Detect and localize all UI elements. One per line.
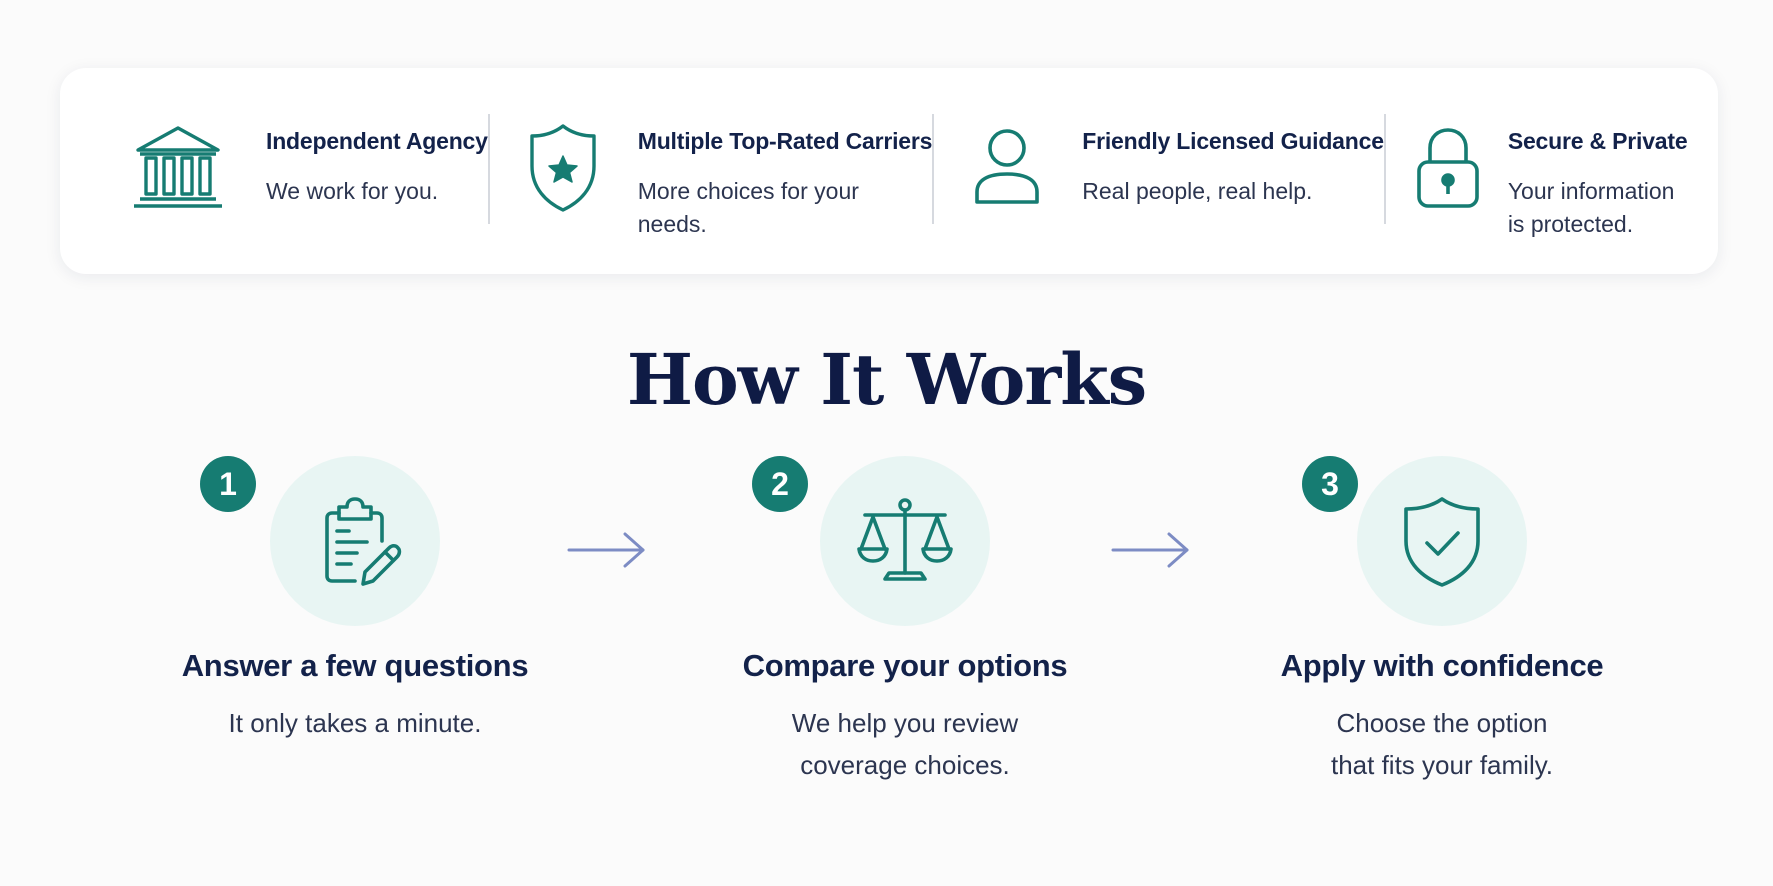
step-description: Choose the option that fits your family. — [1330, 708, 1554, 781]
shield-star-icon — [530, 124, 596, 212]
step-title: Apply with confidence — [1280, 648, 1604, 683]
trust-bar: Independent Agency We work for you. Mult… — [60, 68, 1718, 274]
trust-title: Independent Agency — [266, 128, 488, 154]
step-icon-circle — [820, 456, 990, 626]
trust-item-independent-agency: Independent Agency We work for you. — [60, 68, 488, 274]
step-compare-options: 2 Compare your options We help you revie… — [695, 456, 1115, 786]
step-description: It only takes a minute. — [228, 708, 482, 738]
person-icon — [975, 129, 1040, 204]
shield-check-icon — [1404, 497, 1480, 587]
step-number-badge: 2 — [752, 456, 808, 512]
step-number-badge: 1 — [200, 456, 256, 512]
step-description: We help you review coverage choices. — [791, 708, 1019, 781]
trust-item-guidance: Friendly Licensed Guidance Real people, … — [932, 68, 1384, 274]
step-icon-circle — [1357, 456, 1527, 626]
trust-title: Friendly Licensed Guidance — [1082, 128, 1384, 154]
scales-icon — [857, 498, 953, 581]
trust-item-secure: Secure & Private Your information is pro… — [1383, 68, 1718, 274]
trust-title: Multiple Top-Rated Carriers — [637, 128, 933, 154]
arrow-right-icon — [1111, 532, 1189, 568]
trust-description: We work for you. — [266, 178, 439, 204]
trust-item-carriers: Multiple Top-Rated Carriers More choices… — [487, 68, 933, 274]
step-title: Compare your options — [742, 648, 1068, 683]
clipboard-pencil-icon — [325, 497, 402, 586]
trust-description: Your information is protected. — [1507, 178, 1675, 238]
section-title: How It Works — [626, 338, 1147, 421]
step-title: Answer a few questions — [181, 648, 529, 683]
step-icon-circle — [270, 456, 440, 626]
trust-description: Real people, real help. — [1082, 178, 1313, 204]
padlock-icon — [1417, 128, 1479, 208]
trust-description: More choices for your needs. — [637, 178, 859, 238]
trust-title: Secure & Private — [1507, 128, 1688, 154]
bank-icon — [134, 126, 222, 208]
step-number-badge: 3 — [1302, 456, 1358, 512]
arrow-right-icon — [567, 532, 645, 568]
step-apply-confidence: 3 Apply with confidence Choose the optio… — [1232, 456, 1652, 786]
step-answer-questions: 1 Answer a few questions It only takes a… — [145, 456, 565, 744]
